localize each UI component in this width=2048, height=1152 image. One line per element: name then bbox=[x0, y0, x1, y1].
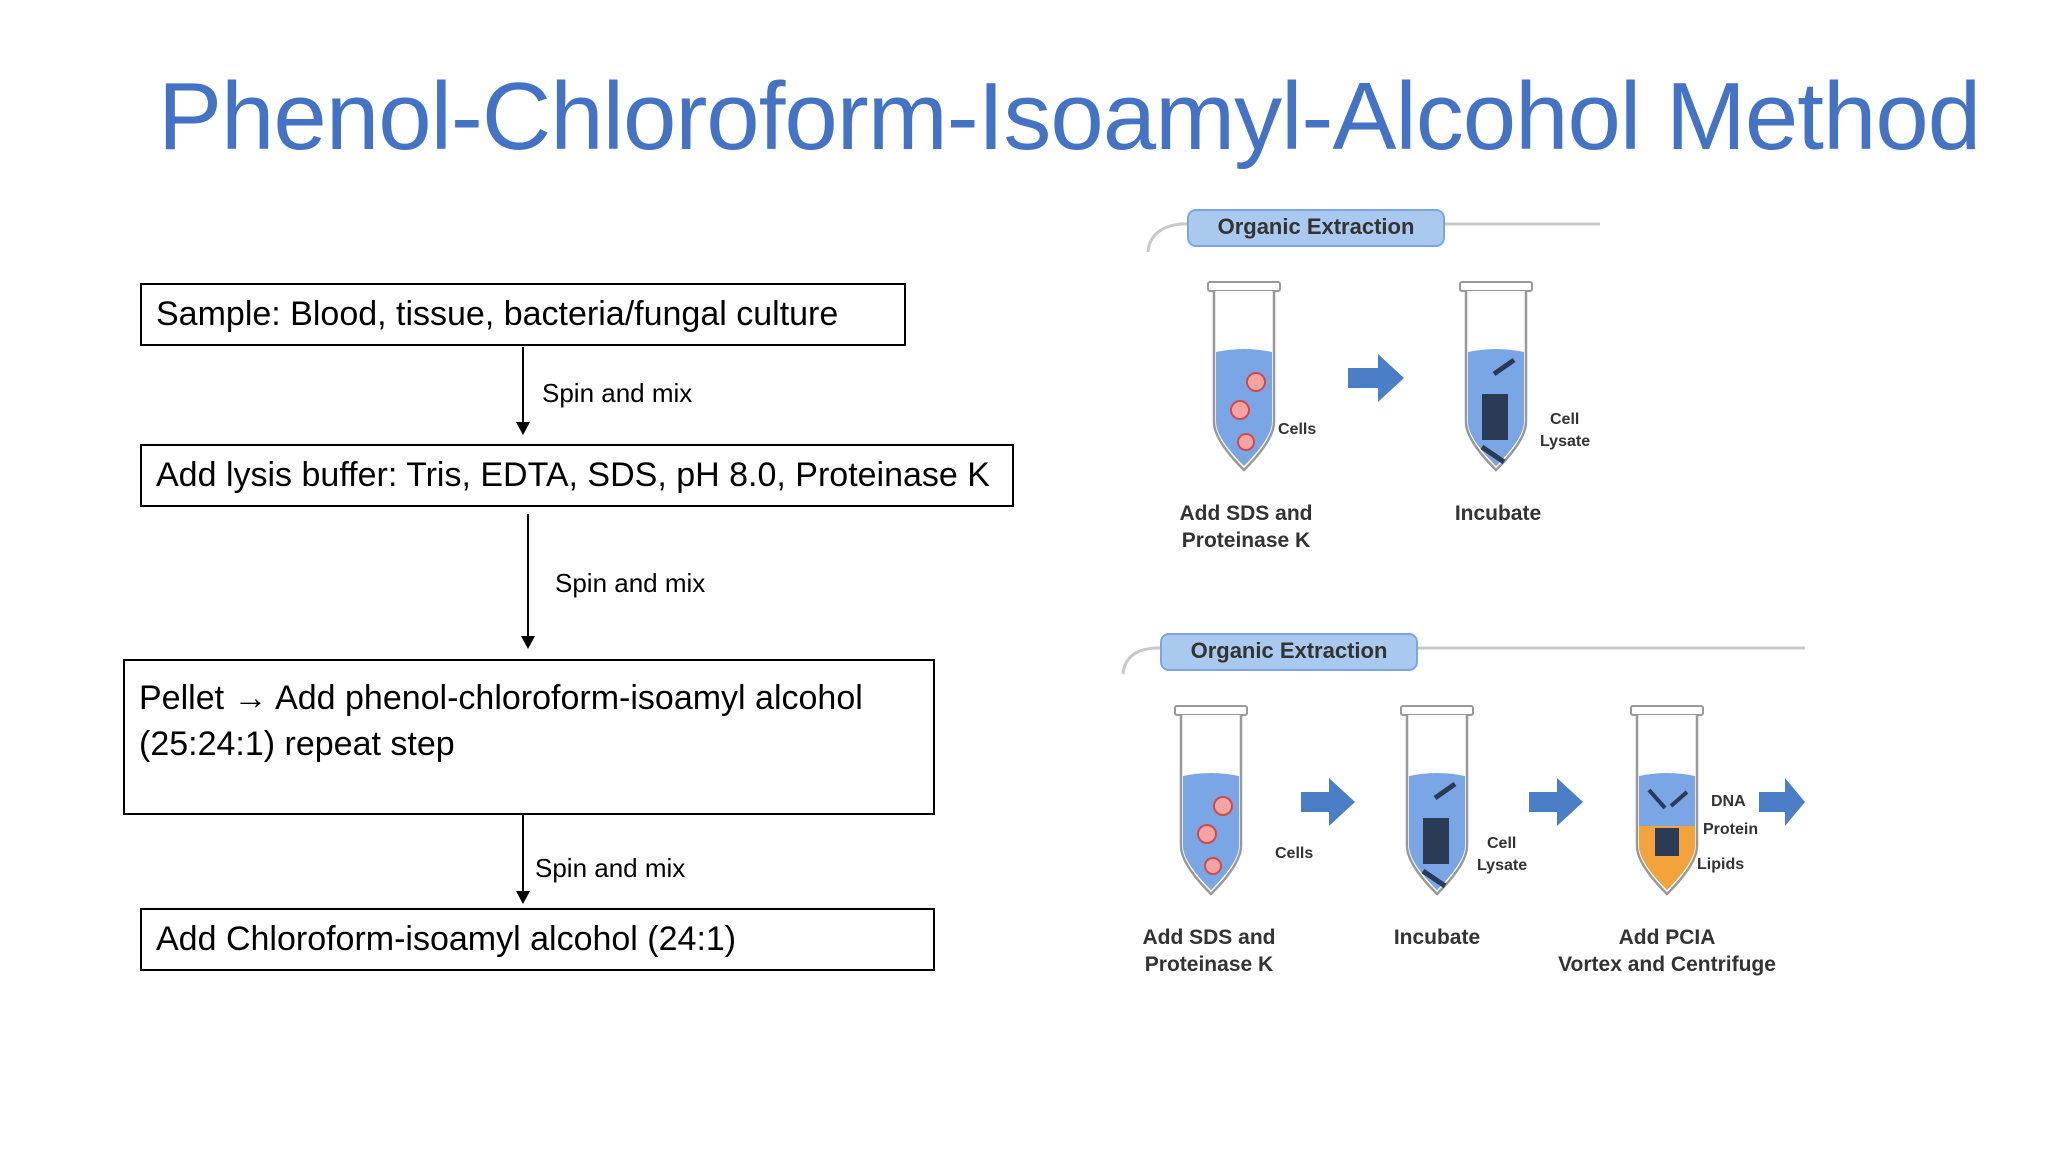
connector-2-label: Spin and mix bbox=[555, 568, 706, 598]
bottom-arrow-right-icon-1 bbox=[1301, 778, 1355, 826]
connector-3-label: Spin and mix bbox=[535, 853, 686, 883]
connector-3-line bbox=[522, 815, 524, 892]
flow-step-pellet: Pellet → Add phenol-chloroform-isoamyl a… bbox=[123, 659, 935, 815]
flow-step-lysis: Add lysis buffer: Tris, EDTA, SDS, pH 8.… bbox=[140, 444, 1014, 507]
bottom-tube-cells-icon bbox=[1174, 705, 1248, 896]
connector-1-label: Spin and mix bbox=[542, 378, 693, 408]
connector-1-line bbox=[522, 347, 524, 423]
bottom-tube3-annotation-dna: DNA bbox=[1711, 793, 1746, 810]
bottom-tube1-caption-line2: Proteinase K bbox=[1145, 953, 1273, 976]
bottom-panel-header: Organic Extraction bbox=[1191, 638, 1388, 663]
bottom-tube3-annotation-lipids: Lipids bbox=[1697, 856, 1744, 873]
top-tube2-annotation-lysate: Lysate bbox=[1540, 433, 1590, 450]
tube-cells-icon bbox=[1207, 281, 1281, 472]
bottom-tube2-caption-line1: Incubate bbox=[1394, 926, 1480, 949]
flow-step-sample: Sample: Blood, tissue, bacteria/fungal c… bbox=[140, 283, 906, 346]
bottom-tube2-annotation-cell: Cell bbox=[1487, 835, 1516, 852]
bottom-tube3-caption-line1: Add PCIA bbox=[1619, 926, 1716, 949]
bottom-tube2-annotation-lysate: Lysate bbox=[1477, 857, 1527, 874]
top-tube1-annotation-cells: Cells bbox=[1278, 421, 1316, 438]
connector-2-line bbox=[527, 514, 529, 636]
bottom-panel-frame bbox=[1121, 646, 1805, 675]
flow-step-chloroform-text: Add Chloroform-isoamyl alcohol (24:1) bbox=[156, 920, 737, 958]
flow-step-pellet-line2: (25:24:1) repeat step bbox=[139, 725, 455, 763]
connector-1-arrowhead bbox=[516, 422, 530, 435]
tube-lysate-icon bbox=[1459, 281, 1533, 472]
flow-step-pellet-line1: Pellet → Add phenol-chloroform-isoamyl a… bbox=[139, 679, 863, 717]
bottom-arrow-right-icon-2 bbox=[1529, 778, 1583, 826]
top-extraction-illustration: Organic Extraction Cells Add SDS and Pro… bbox=[1146, 209, 1600, 552]
top-tube1-caption-line1: Add SDS and bbox=[1179, 502, 1312, 525]
bottom-tube1-caption-line1: Add SDS and bbox=[1142, 926, 1275, 949]
flow-step-sample-text: Sample: Blood, tissue, bacteria/fungal c… bbox=[156, 295, 839, 333]
top-panel-header-tab bbox=[1187, 209, 1445, 247]
bottom-tube1-annotation-cells: Cells bbox=[1275, 845, 1313, 862]
flow-step-lysis-text: Add lysis buffer: Tris, EDTA, SDS, pH 8.… bbox=[156, 456, 990, 494]
top-panel-frame bbox=[1146, 222, 1600, 253]
top-arrow-right-icon bbox=[1348, 354, 1404, 402]
top-tube1-caption-line2: Proteinase K bbox=[1182, 529, 1310, 552]
bottom-tube-phases-icon bbox=[1630, 705, 1704, 896]
top-panel-header: Organic Extraction bbox=[1218, 214, 1415, 239]
bottom-tube3-caption-line2: Vortex and Centrifuge bbox=[1558, 953, 1776, 976]
bottom-panel-header-tab bbox=[1160, 633, 1418, 671]
bottom-tube-lysate-icon bbox=[1400, 705, 1474, 896]
top-tube2-annotation-cell: Cell bbox=[1550, 411, 1579, 428]
bottom-extraction-illustration: Organic Extraction Cells Add SDS and Pro… bbox=[1121, 633, 1805, 976]
bottom-tube3-annotation-protein: Protein bbox=[1703, 821, 1758, 838]
top-tube2-caption-line1: Incubate bbox=[1455, 502, 1541, 525]
slide-title: Phenol-Chloroform-Isoamyl-Alcohol Method bbox=[158, 63, 1981, 170]
flow-step-chloroform: Add Chloroform-isoamyl alcohol (24:1) bbox=[140, 908, 935, 971]
connector-3-arrowhead bbox=[516, 891, 530, 904]
connector-2-arrowhead bbox=[521, 636, 535, 649]
bottom-arrow-right-icon-3 bbox=[1759, 778, 1805, 826]
